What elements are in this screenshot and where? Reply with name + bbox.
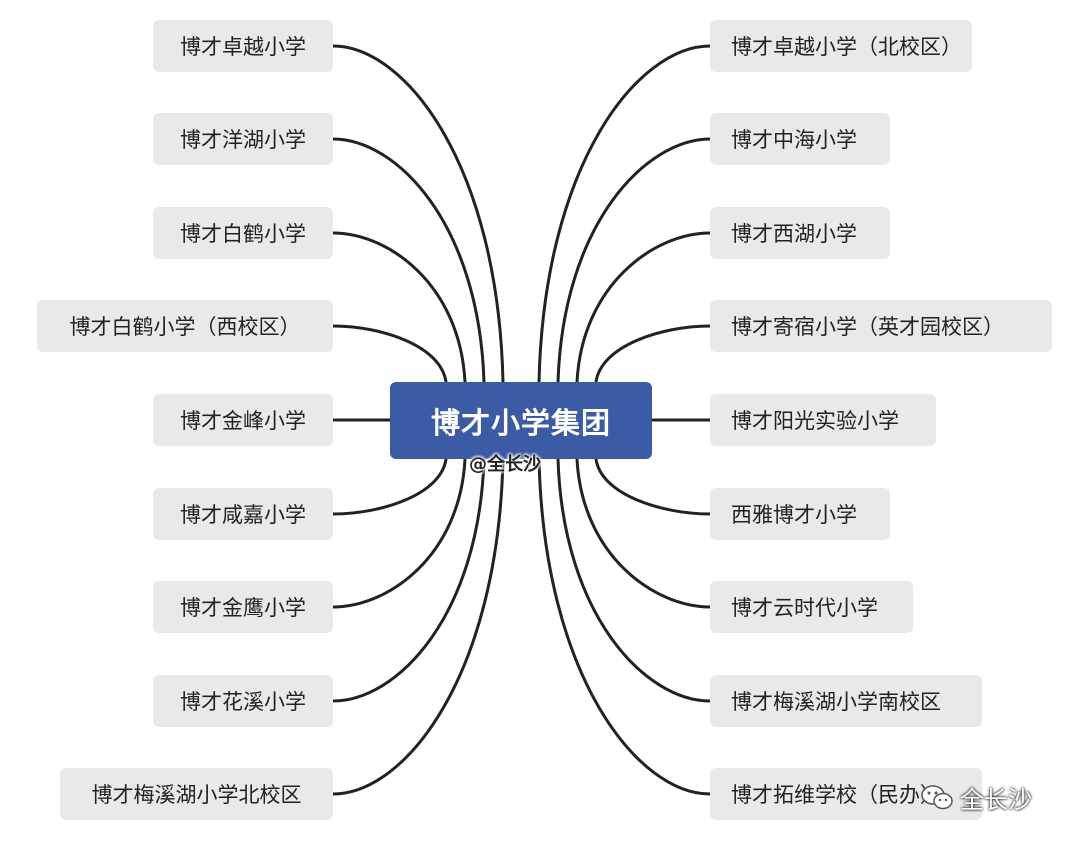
right-node-label: 博才西湖小学 [731,222,857,246]
right-node[interactable]: 博才云时代小学 [710,581,913,633]
right-node[interactable]: 博才寄宿小学（英才园校区） [710,300,1052,352]
left-node-label: 博才花溪小学 [180,690,306,714]
left-node-label: 博才卓越小学 [180,35,306,59]
right-node[interactable]: 西雅博才小学 [710,488,890,540]
connector-left [331,231,467,384]
left-node-label: 博才金鹰小学 [180,596,306,620]
right-node[interactable]: 博才中海小学 [710,113,890,165]
wechat-icon [921,784,953,809]
connector-left [331,457,448,516]
left-node[interactable]: 博才卓越小学 [153,20,333,72]
connector-right [575,457,712,609]
left-node-label: 博才咸嘉小学 [180,503,306,527]
left-node[interactable]: 博才花溪小学 [153,675,333,727]
left-node[interactable]: 博才金鹰小学 [153,581,333,633]
left-node[interactable]: 博才梅溪湖小学北校区 [60,768,333,820]
connector-right [556,137,712,384]
connector-left [331,457,467,609]
connector-right [556,457,712,703]
connector-left [331,44,505,384]
left-node-label: 博才白鹤小学 [180,222,306,246]
left-node-label: 博才梅溪湖小学北校区 [91,783,302,807]
right-node[interactable]: 博才梅溪湖小学南校区 [710,675,982,727]
watermark-text: 全长沙 [960,786,1032,814]
connector-left [331,457,505,796]
center-watermark-handle: @全长沙 [469,454,541,475]
right-node-label: 西雅博才小学 [731,503,857,527]
connector-right [575,231,712,384]
left-node[interactable]: 博才咸嘉小学 [153,488,333,540]
right-node-label: 博才云时代小学 [731,596,878,620]
connector-right [594,457,712,516]
connector-right [594,324,712,384]
right-node[interactable]: 博才西湖小学 [710,207,890,259]
right-node-label: 博才寄宿小学（英才园校区） [731,315,1004,339]
central-node-title: 博才小学集团 [430,405,611,440]
connector-left [331,324,448,384]
left-node-label: 博才金峰小学 [180,409,306,433]
connector-right [537,457,712,796]
left-node[interactable]: 博才白鹤小学（西校区） [37,300,333,352]
central-node[interactable]: 博才小学集团 [390,382,652,459]
left-node[interactable]: 博才白鹤小学 [153,207,333,259]
watermark: 全长沙 [920,780,1032,815]
left-node[interactable]: 博才金峰小学 [153,394,333,446]
right-node-label: 博才卓越小学（北校区） [731,35,962,59]
right-node-label: 博才阳光实验小学 [731,409,899,433]
right-node[interactable]: 博才阳光实验小学 [710,394,936,446]
right-node-label: 博才梅溪湖小学南校区 [731,690,941,714]
connector-left [331,137,486,384]
connector-left [331,457,486,703]
left-node[interactable]: 博才洋湖小学 [153,113,333,165]
right-node-label: 博才拓维学校（民办） [731,783,941,807]
left-node-label: 博才白鹤小学（西校区） [69,315,301,339]
right-node-label: 博才中海小学 [731,128,857,152]
connector-right [537,44,712,384]
left-node-label: 博才洋湖小学 [180,128,306,152]
right-node[interactable]: 博才卓越小学（北校区） [710,20,972,72]
